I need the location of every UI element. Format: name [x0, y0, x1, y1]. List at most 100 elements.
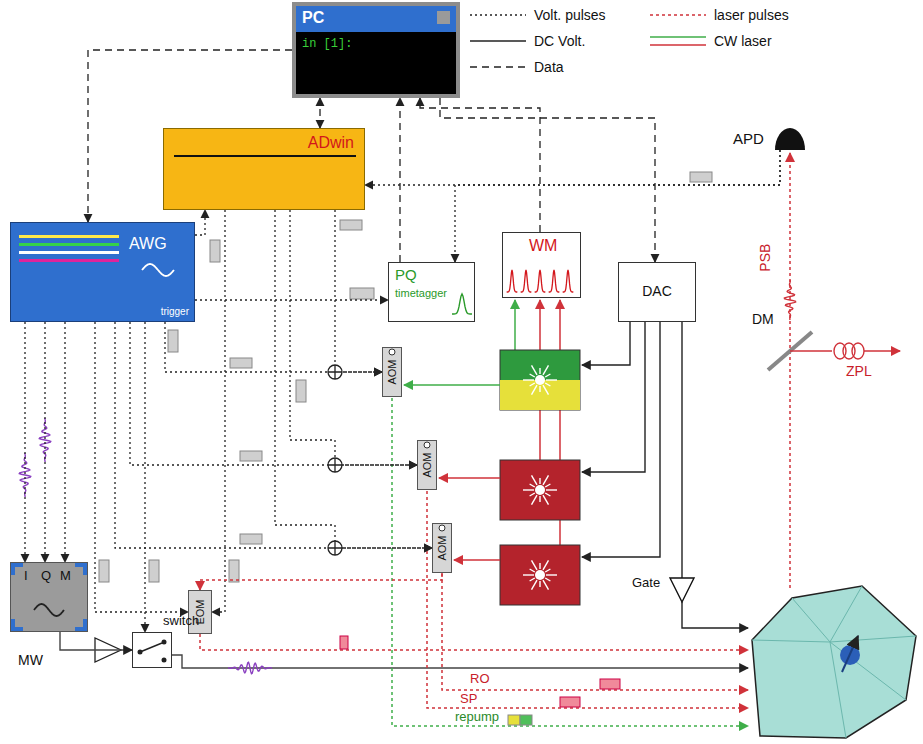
- voltage-pulse: [340, 220, 362, 230]
- laser-ray: [532, 580, 538, 590]
- instrument-box: switch: [132, 632, 172, 668]
- laser-pulse: [600, 679, 620, 689]
- laser-ray: [545, 569, 550, 572]
- laser-ray: [530, 374, 535, 377]
- cw-laser-line: [439, 477, 500, 479]
- laser-ray: [546, 574, 557, 575]
- signal-connector: [365, 150, 780, 185]
- summing-junctions: [328, 365, 342, 555]
- instrument-label: AOM: [436, 535, 448, 560]
- instrument-label: trigger: [161, 306, 189, 317]
- voltage-pulse: [296, 380, 306, 402]
- signal-connector: [399, 98, 400, 262]
- layout-drawing: [19, 153, 916, 738]
- signal-label: RO: [470, 672, 490, 686]
- wave-packet: [784, 280, 795, 320]
- signal-connector: [95, 322, 188, 612]
- legend-sample: [470, 32, 526, 50]
- wave-packet: [228, 662, 272, 673]
- laser-ray: [530, 578, 535, 581]
- laser-core: [535, 485, 545, 495]
- rf-port: [439, 525, 445, 531]
- instrument-label: timetagger: [395, 287, 447, 299]
- summing-cross: [328, 365, 342, 379]
- zpl-line: [790, 350, 832, 352]
- signal-connector: [275, 210, 432, 548]
- mw-line: [172, 655, 748, 668]
- laser-ray: [545, 374, 550, 377]
- gate-wire: [682, 602, 748, 628]
- instrument-box: AOM: [382, 347, 402, 397]
- laser-ray: [532, 475, 538, 485]
- legend-text: CW laser: [714, 33, 772, 49]
- cw-laser-line: [404, 384, 500, 386]
- signal-label: SP: [460, 692, 477, 706]
- legend-line: [650, 36, 706, 38]
- signal-connector: [44, 322, 45, 562]
- voltage-pulse: [210, 240, 220, 262]
- instrument-label: PQ: [395, 267, 417, 284]
- legend-entry: DC Volt.: [470, 32, 585, 50]
- laser-ray: [530, 484, 535, 487]
- apd-dome: [775, 128, 805, 150]
- zpl-line: [864, 350, 900, 352]
- legend-text: Volt. pulses: [534, 7, 606, 23]
- laser-pulse: [508, 715, 520, 725]
- laser-ray: [545, 484, 550, 487]
- legend-line: [470, 14, 526, 16]
- signal-connector: [440, 98, 655, 262]
- wavemeter-peak: [549, 270, 560, 292]
- laser-ray: [530, 493, 535, 496]
- legend-text: Data: [534, 59, 564, 75]
- spin-arrow: [842, 636, 858, 672]
- instrument-box: PQ timetagger: [388, 262, 475, 322]
- summing-junction: [328, 541, 342, 555]
- laser-core: [535, 375, 545, 385]
- diamond-sample: [752, 586, 916, 738]
- detector-symbol: Gate: [670, 578, 694, 602]
- laser-ray: [543, 365, 549, 375]
- signal-connector: [130, 322, 417, 465]
- laser-ray: [539, 496, 540, 502]
- legend-sample: [470, 58, 526, 76]
- laser-pulse: [560, 697, 580, 707]
- summing-cross: [328, 541, 342, 555]
- laser-pulse: [520, 715, 532, 725]
- diamond-facet: [752, 640, 830, 642]
- rf-port: [389, 349, 395, 355]
- instrument-box: ADwin: [163, 128, 365, 210]
- laser-ray: [532, 495, 538, 505]
- legend-entry: laser pulses: [650, 6, 789, 24]
- wave-packet: [19, 453, 30, 497]
- dc-wire: [582, 322, 645, 472]
- wavemeter-peak: [507, 270, 518, 292]
- voltage-pulse: [99, 560, 109, 582]
- wavemeter-peak: [563, 270, 574, 292]
- laser-ray: [530, 569, 535, 572]
- sine-symbol: [142, 264, 174, 276]
- legend-sample: [470, 6, 526, 24]
- laser-ray: [546, 379, 557, 380]
- laser-ray: [546, 489, 557, 490]
- instrument-label: AWG: [129, 235, 167, 253]
- laser-ray: [539, 386, 540, 392]
- diamond-facet: [792, 598, 830, 642]
- voltage-pulse: [149, 560, 159, 582]
- legend-sample: [650, 6, 706, 24]
- instrument-label: in [1]:: [302, 38, 352, 51]
- legend-line: [650, 14, 706, 16]
- voltage-pulse: [350, 288, 374, 299]
- instrument-box: IQM: [10, 562, 88, 632]
- switch-blade: [140, 643, 162, 652]
- instrument-box: AOM: [432, 523, 452, 573]
- laser-ray: [543, 560, 549, 570]
- signal-connector: [200, 573, 442, 590]
- laser-box: [500, 350, 580, 410]
- signal-label: DM: [752, 312, 774, 327]
- instrument-label: M: [60, 569, 71, 583]
- laser-ray: [543, 385, 549, 395]
- detector-symbol: APD: [775, 128, 805, 150]
- instrument-label: AOM: [421, 452, 433, 477]
